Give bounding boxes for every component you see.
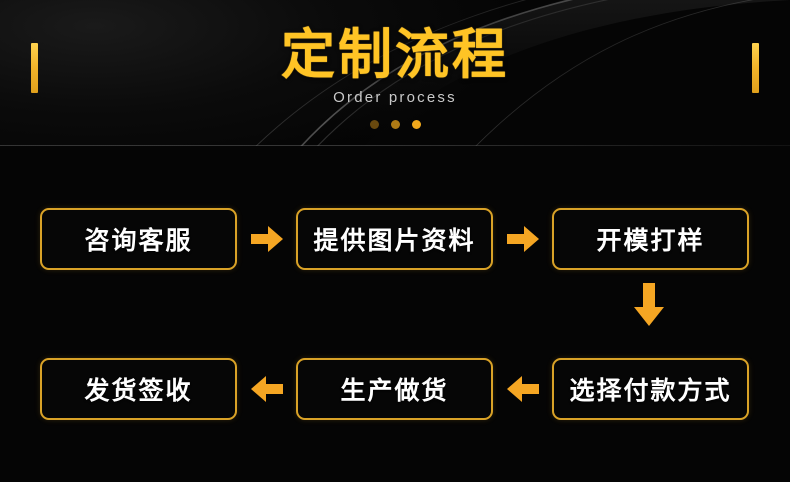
process-step-5: 生产做货 [296, 358, 493, 420]
page-title: 定制流程 [281, 25, 509, 85]
dot-3-icon [411, 120, 421, 129]
arrow-left-1-icon [507, 376, 539, 402]
decorative-dots [0, 120, 790, 129]
dot-1-icon [369, 120, 379, 129]
process-step-2: 提供图片资料 [296, 208, 493, 270]
banner-header: 定制流程 Order process [0, 0, 790, 146]
dot-2-icon [390, 120, 400, 129]
process-step-3: 开模打样 [552, 208, 749, 270]
arrow-right-2-icon [507, 226, 539, 252]
arrow-left-2-icon [251, 376, 283, 402]
page-subtitle: Order process [333, 89, 457, 106]
arrow-down-icon [634, 283, 664, 326]
process-step-4: 选择付款方式 [552, 358, 749, 420]
header-divider [0, 145, 790, 146]
process-flow-diagram: 咨询客服 提供图片资料 开模打样 发货签收 生产做货 选择付款方式 [0, 146, 790, 482]
left-accent-bar [31, 43, 38, 93]
process-step-6: 发货签收 [40, 358, 237, 420]
right-accent-bar [752, 43, 759, 93]
arrow-right-1-icon [251, 226, 283, 252]
process-step-1: 咨询客服 [40, 208, 237, 270]
